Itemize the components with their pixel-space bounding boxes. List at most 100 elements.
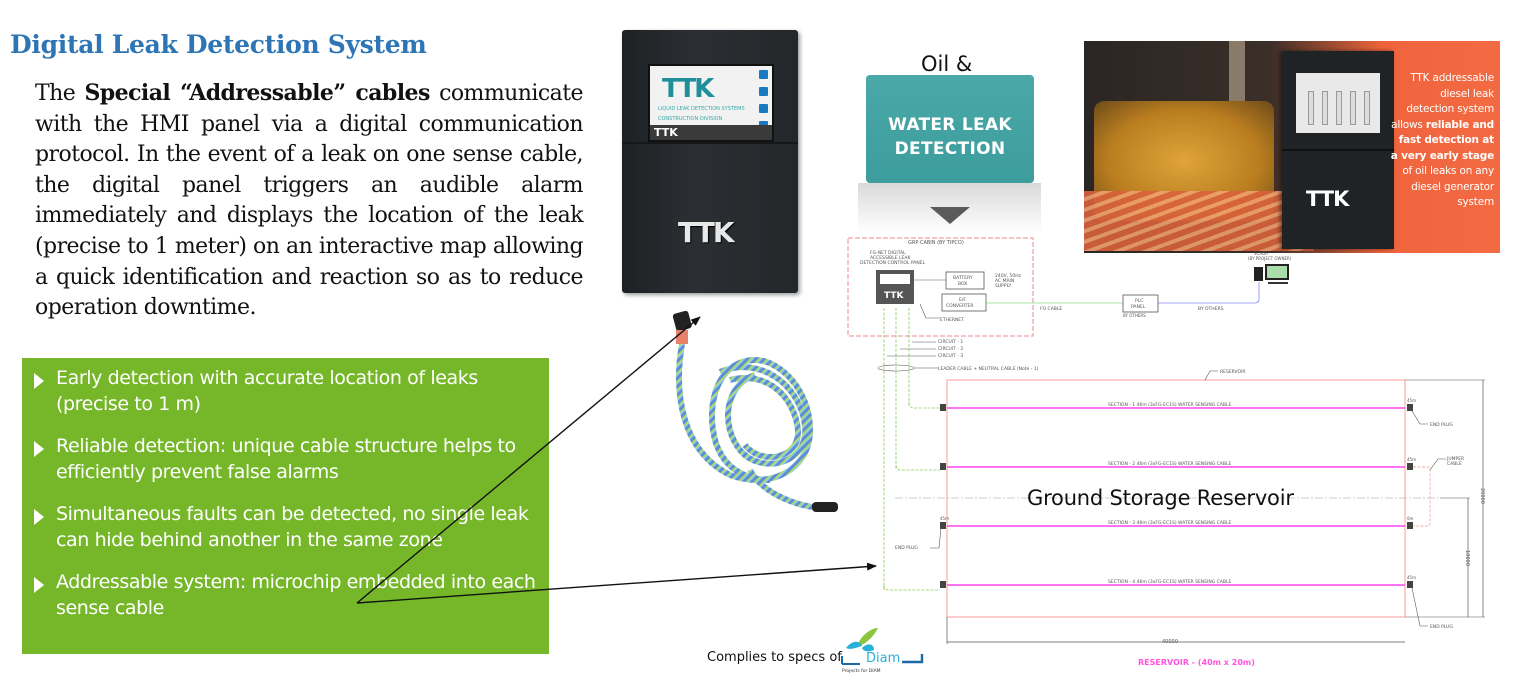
generator-panel: TTK	[1282, 51, 1394, 249]
cabin-outline	[847, 237, 1034, 337]
hmi-panel-image: TTK LIQUID LEAK DETECTION SYSTEMS CONSTR…	[622, 30, 798, 293]
strip-logo: TTK	[654, 126, 678, 139]
cabin-label: GRP CABIN (BY TIPCO)	[908, 240, 964, 246]
intro-lead: The	[35, 81, 76, 106]
generator-panel-logo: TTK	[1306, 187, 1349, 211]
control-panel-logo: TTK	[884, 291, 904, 301]
section-4-label: SECTION - 4 46m (3xFG-EC1S) WATER SENSIN…	[1108, 579, 1231, 585]
reservoir-label: RESERVOIR	[1220, 369, 1246, 375]
schematic-diagram: GRP CABIN (BY TIPCO) FG-NET DIGITAL ACCE…	[847, 237, 1485, 645]
butterfly-wing-icon	[846, 641, 862, 649]
reservoir-title: Ground Storage Reservoir	[1027, 486, 1294, 510]
converter-label-1: E/F	[959, 297, 966, 303]
connector-tag	[940, 581, 946, 588]
bullet-triangle-icon	[34, 373, 44, 389]
leader-cable-label: LEADER CABLE + NEUTRAL CABLE (Note - 1)	[938, 366, 1039, 372]
feature-item: Early detection with accurate location o…	[34, 366, 539, 417]
feature-text: Reliable detection: unique cable structu…	[56, 435, 516, 483]
converter-box	[941, 293, 987, 312]
half-dim-label: 10000	[1464, 550, 1470, 566]
connector-tag	[940, 522, 946, 529]
screen-strip: TTK	[650, 125, 772, 140]
battery-label-2: BOX	[958, 281, 967, 287]
sense-cable-image	[672, 310, 838, 512]
plc-label-1: PLC	[1135, 298, 1143, 304]
panel-logo: TTK	[678, 216, 735, 249]
end-plug-label: END PLUG	[1430, 624, 1453, 630]
diam-sub: Projects for DIAM	[842, 668, 881, 674]
feature-text: Simultaneous faults can be detected, no …	[56, 503, 529, 551]
panel-label-3: DETECTION CONTROL PANEL	[860, 260, 926, 266]
circuit-2-label: CIRCUIT - 2	[938, 346, 963, 352]
jumper-cable	[1413, 466, 1431, 527]
connector-tag	[1407, 404, 1413, 411]
connector-tag	[940, 404, 946, 411]
bullet-triangle-icon	[34, 577, 44, 593]
ethernet-label: ETHERNET	[940, 317, 964, 323]
plc-by-others: BY OTHERS	[1123, 313, 1146, 318]
bullet-triangle-icon	[34, 509, 44, 525]
circuit-3-label: CIRCUIT - 3	[938, 353, 963, 359]
complies-text: Complies to specs of	[707, 650, 842, 665]
bullet-triangle-icon	[34, 441, 44, 457]
panel-divider	[622, 142, 798, 144]
supply-label-3: SUPPLY	[995, 283, 1011, 289]
panel-label-1: FG-NET DIGITAL	[870, 250, 906, 256]
screen-subtitle: LIQUID LEAK DETECTION SYSTEMS	[658, 106, 745, 112]
feature-item: Addressable system: microchip embedded i…	[34, 570, 539, 621]
intro-paragraph: The Special “Addressable” cables communi…	[35, 78, 584, 324]
generator-image: TTK TTK addressable diesel leak detectio…	[1084, 41, 1500, 253]
feature-text: Addressable system: microchip embedded i…	[56, 571, 536, 619]
section-2-label: SECTION - 2 46m (3xFG-EC1S) WATER SENSIN…	[1108, 461, 1231, 467]
down-arrow-icon	[930, 207, 970, 224]
badge-line-2: DETECTION	[894, 139, 1006, 159]
diam-name: Diam	[866, 651, 900, 666]
connector-tag	[1407, 463, 1413, 470]
copy-plain-end: of oil leaks on any diesel generator sys…	[1402, 165, 1494, 208]
intro-bold: Special “Addressable” cables	[84, 80, 430, 106]
scada-link	[1158, 282, 1260, 304]
screen-logo: TTK	[662, 74, 714, 104]
circuit-1-label: CIRCUIT - 1	[938, 339, 963, 345]
section-1-label: SECTION - 1 46m (3xFG-EC1S) WATER SENSIN…	[1108, 402, 1231, 408]
oil-label: Oil &	[921, 52, 973, 76]
copy-bold: reliable and fast detection at a very ea…	[1390, 118, 1494, 162]
leaf-icon	[858, 628, 878, 646]
supply-label-2: AC MAIN	[995, 278, 1014, 284]
width-dim-label: 40000	[1162, 639, 1178, 645]
panel-label-2: ACCESSIBLE LEAK	[870, 255, 911, 261]
scada-label-2: (BY PROJECT OWNER)	[1248, 256, 1292, 261]
plc-panel	[1122, 294, 1159, 313]
copy-plain: TTK addressable diesel leak detection sy…	[1391, 72, 1494, 131]
feature-item: Simultaneous faults can be detected, no …	[34, 502, 539, 553]
scada-label-1: SCADA	[1254, 251, 1268, 256]
screen-division: CONSTRUCTION DIVISION	[658, 116, 723, 122]
supply-label-1: 240V, 50Hz	[995, 273, 1022, 279]
end-plug-label: END PLUG	[895, 545, 918, 551]
connector-tag	[1407, 522, 1413, 529]
generator-copy: TTK addressable diesel leak detection sy…	[1390, 71, 1494, 211]
section-3-label: SECTION - 3 46m (3xFG-EC1S) WATER SENSIN…	[1108, 520, 1231, 526]
sensing-mat	[1084, 191, 1314, 251]
scada-by-others: BY OTHERS	[1198, 306, 1224, 312]
generator-panel-screen	[1296, 73, 1380, 133]
battery-box	[945, 271, 985, 290]
height-dim-label: 20000	[1479, 488, 1485, 504]
reservoir-size-label: RESERVOIR - (40m x 20m)	[1138, 658, 1255, 667]
tag-label: 45m	[1407, 575, 1416, 580]
tag-label: 0m	[1407, 516, 1414, 521]
tag-label: 45m	[1407, 398, 1416, 403]
features-box: Early detection with accurate location o…	[22, 358, 549, 654]
battery-label-1: BATTERY	[953, 275, 973, 281]
scada-tower-icon	[1254, 267, 1263, 281]
diam-logo: Diam Projects for DIAM	[841, 628, 924, 674]
connector-tag	[1407, 581, 1413, 588]
tag-label: 45m	[1407, 457, 1416, 462]
reservoir-outline	[946, 379, 1406, 618]
end-plug-label: END PLUG	[1430, 422, 1453, 428]
jumper-label-2: CABLE	[1447, 461, 1462, 467]
water-leak-detection-badge: WATER LEAK DETECTION	[866, 75, 1034, 183]
badge-line-1: WATER LEAK	[888, 115, 1012, 135]
plc-label-2: PANEL	[1131, 304, 1146, 310]
feature-text: Early detection with accurate location o…	[56, 367, 478, 415]
